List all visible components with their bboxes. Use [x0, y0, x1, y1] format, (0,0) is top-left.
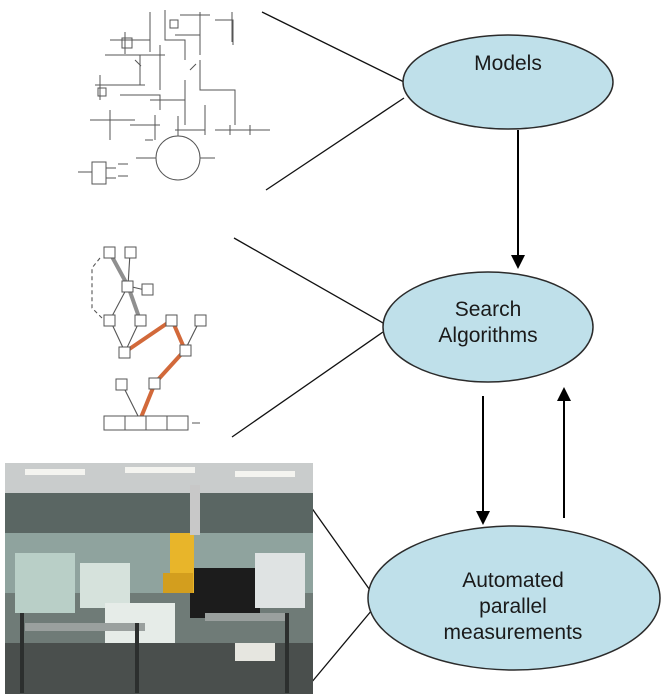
connector-schematic-top	[261, 11, 405, 83]
connector-schematic-bottom	[265, 97, 405, 191]
node-models	[402, 34, 614, 130]
node-automated-label: Automated parallel measurements	[408, 568, 618, 646]
connector-lines	[231, 11, 405, 684]
search-tree-image	[91, 246, 207, 431]
node-automated-label-line-3: measurements	[443, 621, 583, 644]
node-automated-measurements	[367, 525, 661, 671]
connector-tree-top	[233, 237, 384, 324]
node-automated-label-line-1: Automated	[462, 569, 564, 592]
node-models-label-line-1: Models	[474, 52, 542, 75]
node-models-label: Models	[403, 51, 613, 77]
node-search-label: Search Algorithms	[383, 297, 593, 349]
node-search-label-line-2: Algorithms	[438, 324, 538, 347]
node-automated-label-line-2: parallel	[479, 595, 547, 618]
lab-robot-photo	[5, 463, 313, 694]
connector-tree-bottom	[231, 331, 384, 438]
circuit-schematic-image	[78, 10, 270, 185]
node-search-label-line-1: Search	[454, 298, 522, 321]
node-search-algorithms	[382, 271, 594, 383]
connector-photo-top	[310, 506, 373, 594]
connector-photo-bottom	[310, 609, 373, 684]
